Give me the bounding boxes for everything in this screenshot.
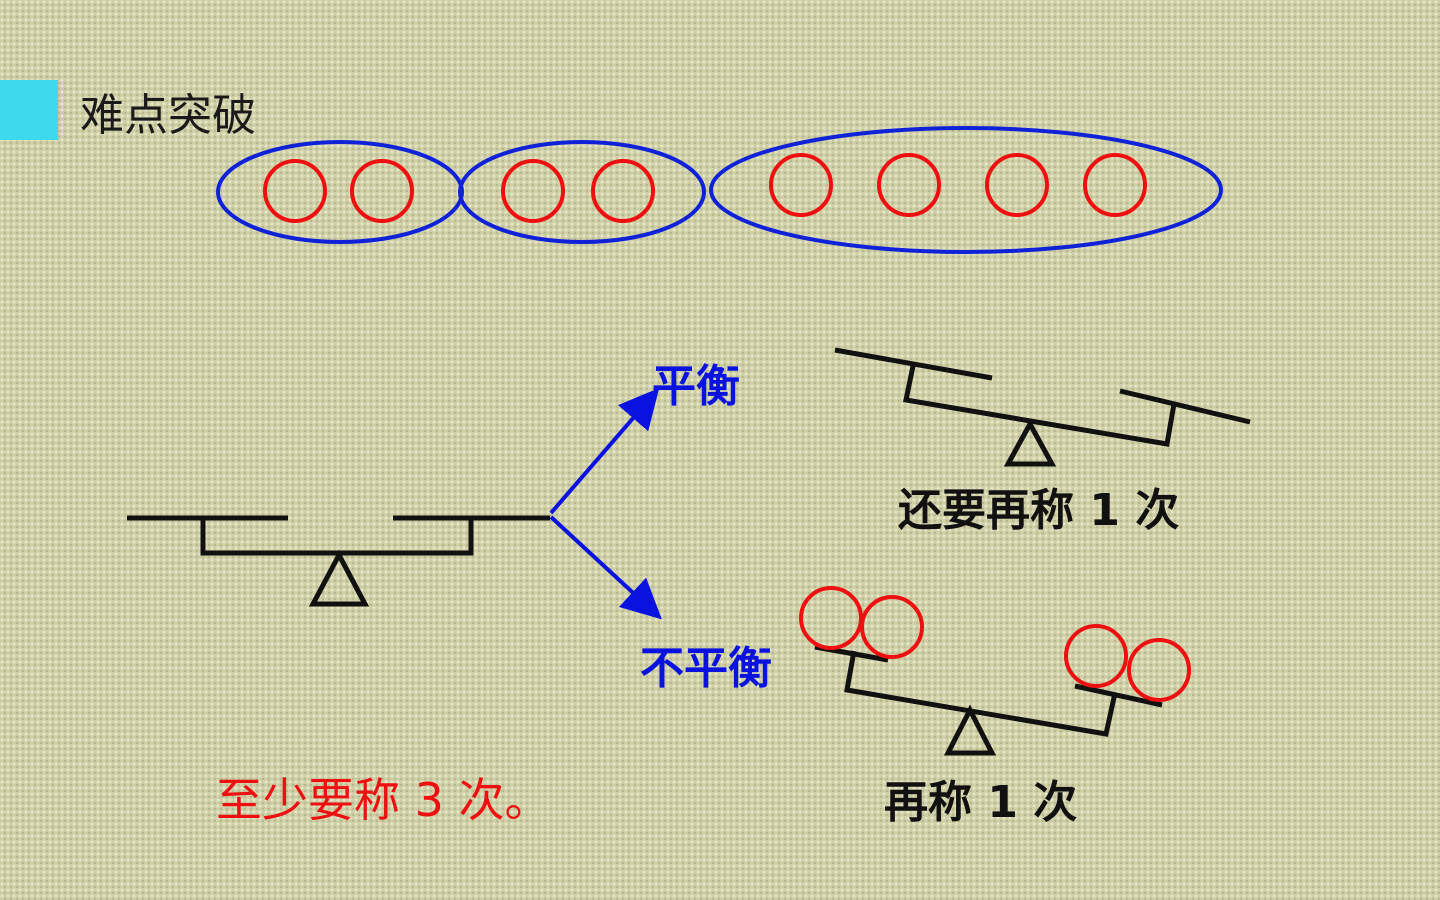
item-circle <box>769 153 833 217</box>
scale-fulcrum <box>943 704 997 756</box>
branch-arrows <box>549 387 662 620</box>
weigh-again-top-label: 还要再称 1 次 <box>898 485 1180 536</box>
scale-fulcrum <box>1003 418 1057 467</box>
arrow-balanced <box>549 387 660 515</box>
item-circle <box>877 153 941 217</box>
page-title: 难点突破 <box>80 90 256 141</box>
balance-scale-balanced-case <box>834 347 1251 467</box>
balance-scale-unbalanced-case <box>799 586 1191 756</box>
item-circle <box>985 153 1049 217</box>
group-ovals <box>216 126 1223 254</box>
weigh-again-bottom-label: 再称 1 次 <box>884 777 1078 828</box>
group-oval-2 <box>458 140 706 244</box>
item-circle <box>1064 624 1128 688</box>
group-oval-1 <box>216 140 464 244</box>
item-circle <box>1083 153 1147 217</box>
item-circle <box>350 159 414 223</box>
scale-beam <box>200 518 474 556</box>
conclusion-text: 至少要称 3 次。 <box>216 773 551 827</box>
scale-right-pan <box>1119 388 1251 425</box>
group-oval-3 <box>709 126 1223 254</box>
scale-beam <box>903 365 1177 447</box>
item-circle <box>799 586 863 650</box>
unbalanced-label: 不平衡 <box>640 643 772 694</box>
scale-fulcrum <box>308 549 370 607</box>
balance-scale-main <box>127 515 550 607</box>
item-circle <box>860 595 924 659</box>
item-circle <box>501 159 565 223</box>
item-circle <box>263 159 327 223</box>
group-items <box>263 153 1147 223</box>
scale-right-pan <box>1074 683 1163 708</box>
item-circle <box>1127 638 1191 702</box>
balanced-label: 平衡 <box>652 361 740 412</box>
scale-beam <box>844 650 1118 737</box>
scale-left-pan <box>834 347 993 381</box>
arrow-unbalanced <box>549 515 662 620</box>
item-circle <box>591 159 655 223</box>
accent-block <box>0 80 58 140</box>
